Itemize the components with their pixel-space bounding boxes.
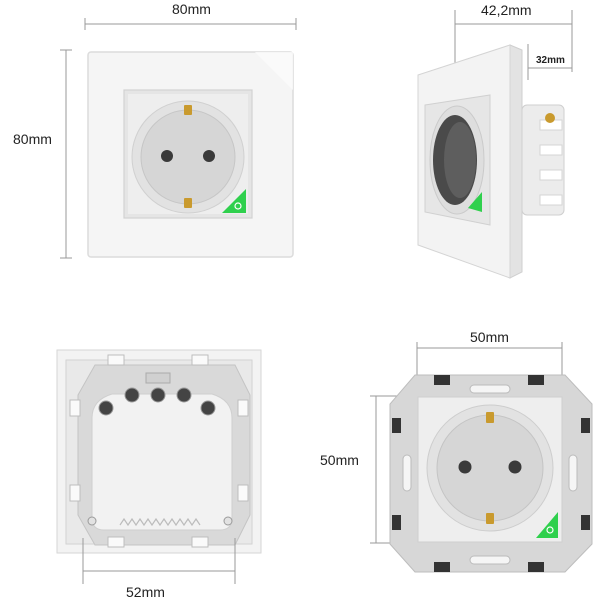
module-view: 50mm 50mm [300, 300, 600, 600]
socket-well [436, 414, 544, 522]
height-label: 50mm [320, 452, 359, 468]
rear-view: 52mm [0, 300, 300, 600]
earth-contact-top [486, 412, 494, 423]
rear-view-drawing [56, 349, 262, 584]
power-button[interactable] [468, 192, 482, 212]
width-label: 50mm [470, 329, 509, 345]
power-icon [234, 202, 242, 210]
module-view-drawing [370, 342, 593, 573]
power-icon [546, 526, 554, 534]
pin-hole-right [203, 150, 215, 162]
socket-well [140, 109, 236, 205]
height-label: 80mm [13, 131, 52, 147]
power-button[interactable] [222, 189, 246, 213]
width-label: 80mm [172, 1, 211, 17]
side-view-drawing [417, 10, 573, 279]
width-label: 52mm [126, 584, 165, 600]
earth-contact-top [184, 105, 192, 115]
front-view: 80mm 80mm [0, 0, 300, 300]
clip-bottom-right [191, 536, 209, 548]
earth-contact-bottom [184, 198, 192, 208]
plate-depth-label: 32mm [536, 55, 565, 66]
module-body [91, 393, 233, 531]
depth-label: 42,2mm [481, 2, 532, 18]
pin-hole-left [161, 150, 173, 162]
clip-top-left [107, 354, 125, 366]
clip-top-right [191, 354, 209, 366]
pin-hole-left [458, 460, 472, 474]
earth-contact-bottom [486, 513, 494, 524]
plate-edge [509, 44, 523, 279]
side-view: 42,2mm 32mm [300, 0, 600, 300]
front-view-drawing [60, 18, 297, 259]
pin-hole-right [508, 460, 522, 474]
clip-bottom-left [107, 536, 125, 548]
